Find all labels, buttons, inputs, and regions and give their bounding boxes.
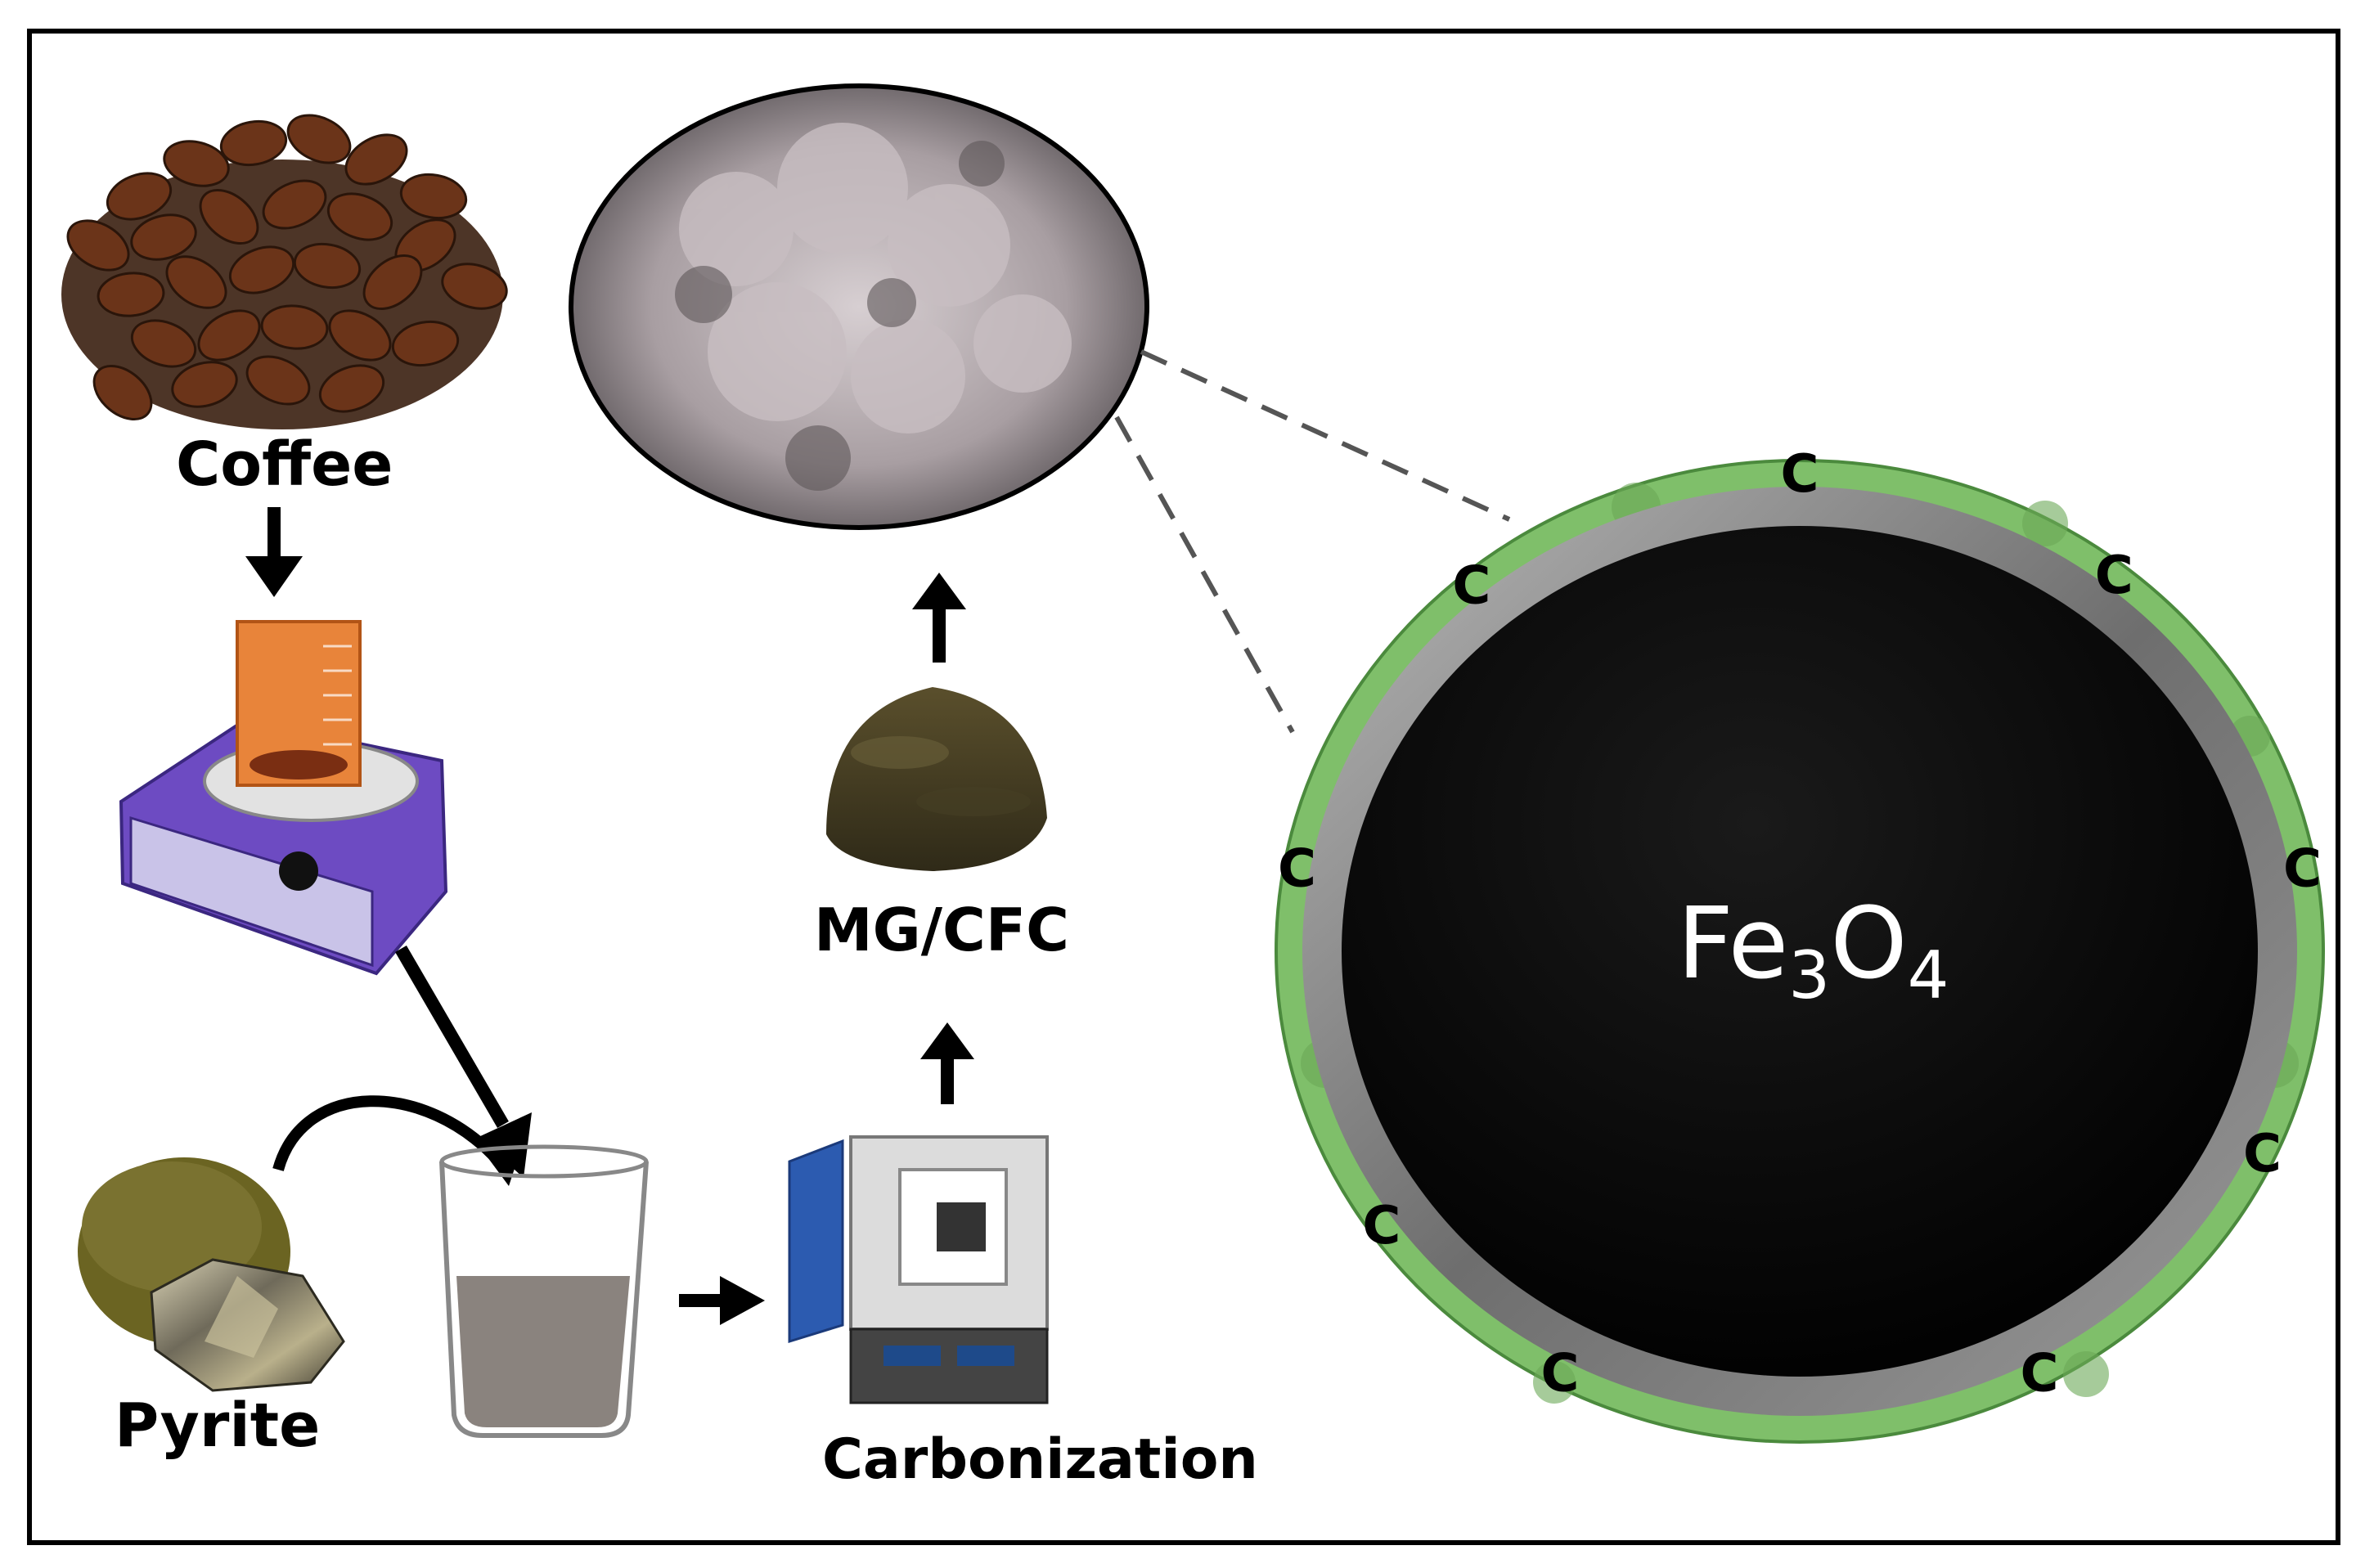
product-label: MG/CFC: [814, 896, 1069, 964]
shell-c-label: C: [1278, 839, 1316, 900]
zoom-line-top: [1140, 349, 1511, 522]
arrow-curved: [272, 1095, 504, 1171]
shell-c-label: C: [2095, 546, 2133, 606]
formula-o: O: [1830, 887, 1908, 1001]
shell-c-label: C: [2021, 1344, 2059, 1404]
shell-c-label: C: [2243, 1124, 2282, 1184]
carbonization-label: Carbonization: [822, 1427, 1258, 1492]
shell-c-label: C: [1781, 444, 1819, 505]
shell-c-label: C: [2283, 839, 2322, 900]
arrow-down-1-head: [245, 556, 303, 597]
fe3o4-core: [1342, 526, 2258, 1377]
coffee-label: Coffee: [176, 429, 393, 500]
sem-image: [569, 83, 1149, 530]
formula-fe: Fe: [1677, 887, 1789, 1001]
shell-c-label: C: [1362, 1196, 1401, 1256]
shell-c-label: C: [1452, 556, 1490, 617]
arrow-diagonal: [395, 945, 509, 1129]
hotplate-stirrer-icon: [119, 620, 448, 976]
figure-frame: [27, 29, 2340, 1545]
arrow-up-2-head: [912, 573, 966, 609]
pyrite-icon: [78, 1157, 345, 1392]
beaker-suspension-icon: [439, 1144, 649, 1438]
coffee-beans-icon: [61, 114, 508, 429]
furnace-icon: [788, 1135, 1049, 1404]
mg-cfc-powder-icon: [826, 687, 1047, 871]
arrow-up-1-head: [920, 1022, 974, 1059]
shell-c-label: C: [1541, 1344, 1580, 1404]
formula-sub-3: 3: [1788, 937, 1831, 1013]
pyrite-label: Pyrite: [115, 1391, 321, 1461]
formula-sub-4: 4: [1907, 937, 1949, 1013]
arrow-right-head: [720, 1276, 765, 1325]
zoom-line-bottom: [1114, 416, 1295, 734]
fe3o4-formula: Fe3O4: [1677, 887, 1949, 1013]
shell-labels: C C C C C C C C C: [1278, 444, 2322, 1404]
core-shell-particle: [1275, 459, 2325, 1444]
